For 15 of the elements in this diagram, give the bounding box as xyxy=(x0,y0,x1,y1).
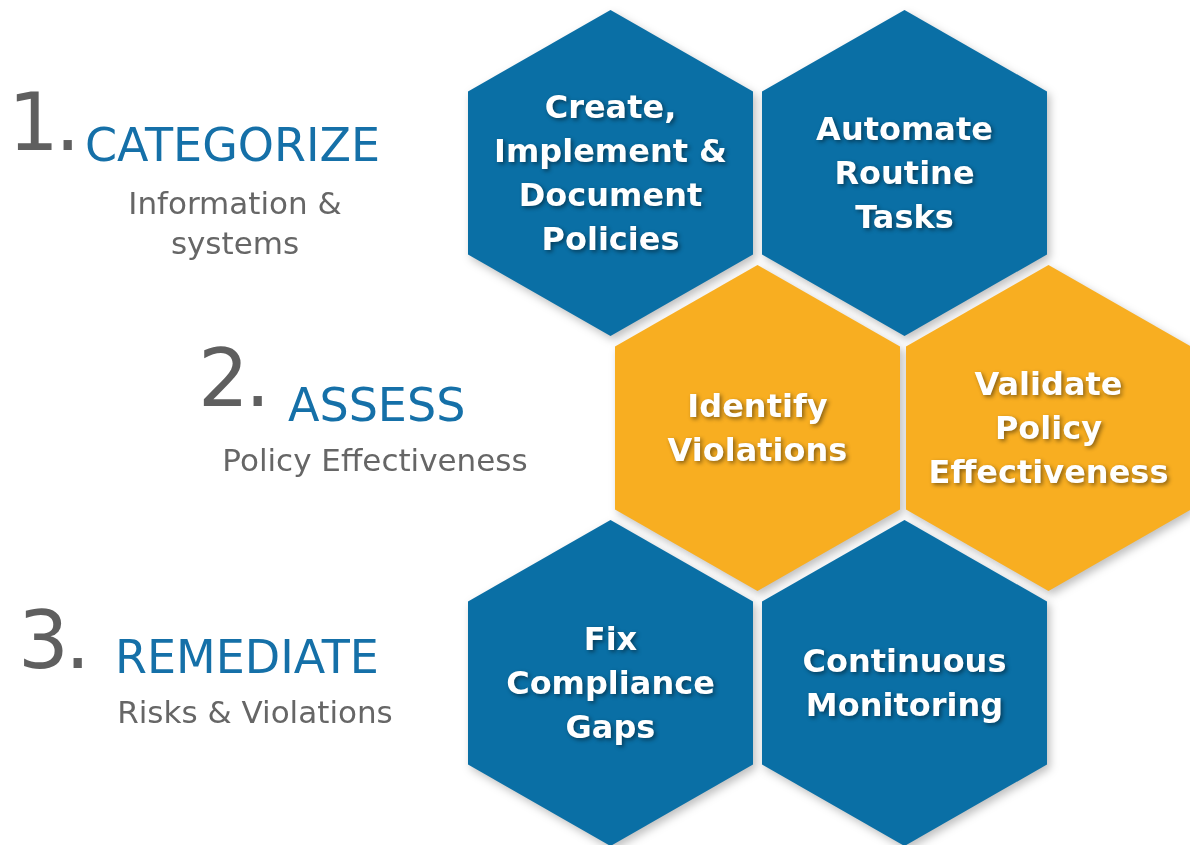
step-heading: REMEDIATE xyxy=(115,630,379,684)
tile-label: Automate Routine Tasks xyxy=(815,109,994,238)
step-description: Risks & Violations xyxy=(116,693,394,732)
step-number: 1. xyxy=(8,80,77,166)
tile-label: Validate Policy Effectiveness xyxy=(927,364,1170,493)
step-heading: ASSESS xyxy=(288,378,466,432)
tile-label: Fix Compliance Gaps xyxy=(505,619,716,748)
step-heading: CATEGORIZE xyxy=(85,118,381,172)
tile-label: Create, Implement & Document Policies xyxy=(493,87,728,260)
step-number: 2. xyxy=(198,336,267,422)
tile-label: Continuous Monitoring xyxy=(801,641,1008,726)
step-description: Information & systems xyxy=(127,184,343,263)
tile-label: Identify Violations xyxy=(666,386,849,471)
step-description: Policy Effectiveness xyxy=(221,441,529,480)
step-number: 3. xyxy=(18,598,87,684)
